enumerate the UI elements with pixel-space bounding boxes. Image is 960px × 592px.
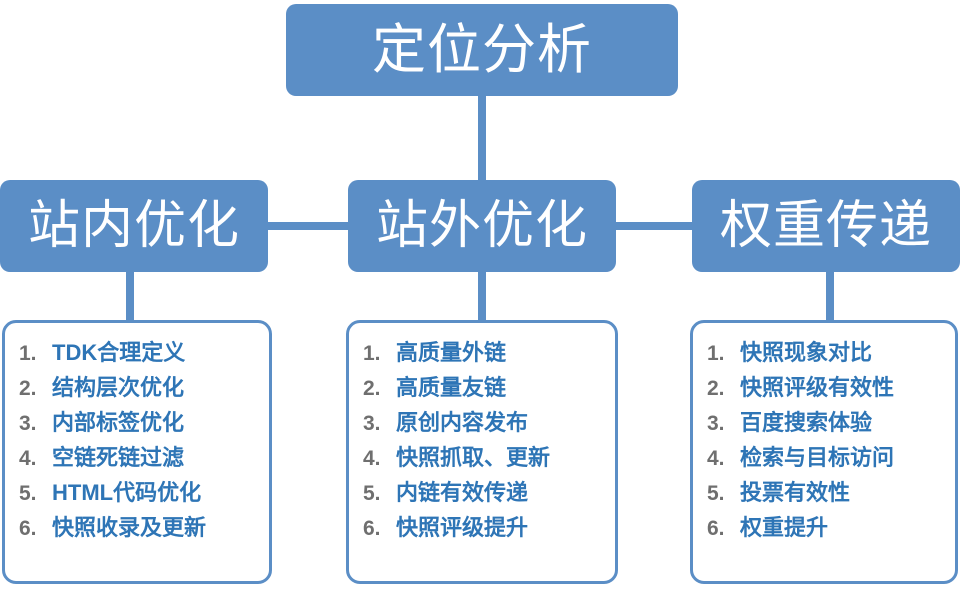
list-box-off-site: 1. 高质量外链 2. 高质量友链 3. 原创内容发布 4. 快照抓取、更新 5… — [346, 320, 618, 584]
list-item-number: 5. — [19, 482, 37, 505]
list-item[interactable]: 6. 权重提升 — [707, 510, 945, 542]
list-off-site: 1. 高质量外链 2. 高质量友链 3. 原创内容发布 4. 快照抓取、更新 5… — [363, 335, 605, 542]
node-branch-weight-transfer[interactable]: 权重传递 — [692, 180, 960, 272]
list-item-label: 高质量外链 — [396, 340, 507, 365]
connector-branch1-to-list1 — [126, 268, 134, 324]
list-item-label: 快照抓取、更新 — [396, 445, 551, 470]
list-item-number: 1. — [19, 342, 37, 365]
list-item-label: 空链死链过滤 — [52, 445, 185, 470]
list-item-label: 百度搜索体验 — [740, 410, 873, 435]
list-item[interactable]: 3. 原创内容发布 — [363, 405, 605, 437]
list-weight-transfer: 1. 快照现象对比 2. 快照评级有效性 3. 百度搜索体验 4. 检索与目标访… — [707, 335, 945, 542]
list-item-number: 1. — [707, 342, 725, 365]
list-item[interactable]: 5. HTML代码优化 — [19, 475, 259, 507]
list-item[interactable]: 6. 快照收录及更新 — [19, 510, 259, 542]
list-item-number: 2. — [363, 377, 381, 400]
list-item[interactable]: 4. 空链死链过滤 — [19, 440, 259, 472]
list-item-number: 4. — [707, 447, 725, 470]
list-item[interactable]: 4. 检索与目标访问 — [707, 440, 945, 472]
list-item[interactable]: 4. 快照抓取、更新 — [363, 440, 605, 472]
list-item-number: 5. — [363, 482, 381, 505]
list-item-label: 原创内容发布 — [396, 410, 529, 435]
list-item-label: 高质量友链 — [396, 375, 507, 400]
list-item[interactable]: 3. 内部标签优化 — [19, 405, 259, 437]
connector-branch1-to-branch2 — [262, 222, 354, 230]
list-item[interactable]: 3. 百度搜索体验 — [707, 405, 945, 437]
list-item-label: 快照评级有效性 — [740, 375, 895, 400]
node-branch-off-site[interactable]: 站外优化 — [348, 180, 616, 272]
list-item-number: 2. — [707, 377, 725, 400]
list-box-weight-transfer: 1. 快照现象对比 2. 快照评级有效性 3. 百度搜索体验 4. 检索与目标访… — [690, 320, 958, 584]
list-item-label: 投票有效性 — [740, 480, 851, 505]
list-item-number: 6. — [19, 517, 37, 540]
connector-branch3-to-list3 — [826, 268, 834, 324]
connector-root-to-middle — [478, 92, 486, 190]
list-item-number: 5. — [707, 482, 725, 505]
list-item-number: 6. — [363, 517, 381, 540]
list-item[interactable]: 1. 快照现象对比 — [707, 335, 945, 367]
list-item-label: 权重提升 — [740, 515, 829, 540]
node-branch-on-site-label: 站内优化 — [27, 197, 240, 255]
list-item-label: 检索与目标访问 — [740, 445, 895, 470]
list-item-label: 内链有效传递 — [396, 480, 529, 505]
list-item-number: 4. — [363, 447, 381, 470]
list-item-number: 4. — [19, 447, 37, 470]
list-item-number: 2. — [19, 377, 37, 400]
list-box-on-site: 1. TDK合理定义 2. 结构层次优化 3. 内部标签优化 4. 空链死链过滤… — [2, 320, 272, 584]
list-item-label: TDK合理定义 — [52, 340, 186, 365]
node-branch-off-site-label: 站外优化 — [375, 197, 588, 255]
list-item[interactable]: 2. 高质量友链 — [363, 370, 605, 402]
list-item-label: 快照收录及更新 — [52, 515, 207, 540]
connector-branch2-to-branch3 — [610, 222, 700, 230]
list-item-number: 3. — [363, 412, 381, 435]
list-item[interactable]: 6. 快照评级提升 — [363, 510, 605, 542]
list-item-label: 快照评级提升 — [396, 515, 529, 540]
list-item-number: 1. — [363, 342, 381, 365]
list-on-site: 1. TDK合理定义 2. 结构层次优化 3. 内部标签优化 4. 空链死链过滤… — [19, 335, 259, 542]
node-root[interactable]: 定位分析 — [286, 4, 678, 96]
list-item-number: 3. — [19, 412, 37, 435]
list-item[interactable]: 2. 快照评级有效性 — [707, 370, 945, 402]
list-item[interactable]: 1. 高质量外链 — [363, 335, 605, 367]
connector-branch2-to-list2 — [478, 268, 486, 324]
node-branch-on-site[interactable]: 站内优化 — [0, 180, 268, 272]
list-item-label: 内部标签优化 — [52, 410, 185, 435]
list-item-number: 6. — [707, 517, 725, 540]
list-item[interactable]: 1. TDK合理定义 — [19, 335, 259, 367]
list-item[interactable]: 5. 投票有效性 — [707, 475, 945, 507]
list-item-label: HTML代码优化 — [52, 480, 202, 505]
node-root-label: 定位分析 — [372, 20, 592, 80]
list-item[interactable]: 2. 结构层次优化 — [19, 370, 259, 402]
list-item-number: 3. — [707, 412, 725, 435]
list-item[interactable]: 5. 内链有效传递 — [363, 475, 605, 507]
list-item-label: 结构层次优化 — [52, 375, 185, 400]
node-branch-weight-transfer-label: 权重传递 — [719, 197, 932, 255]
list-item-label: 快照现象对比 — [740, 340, 873, 365]
